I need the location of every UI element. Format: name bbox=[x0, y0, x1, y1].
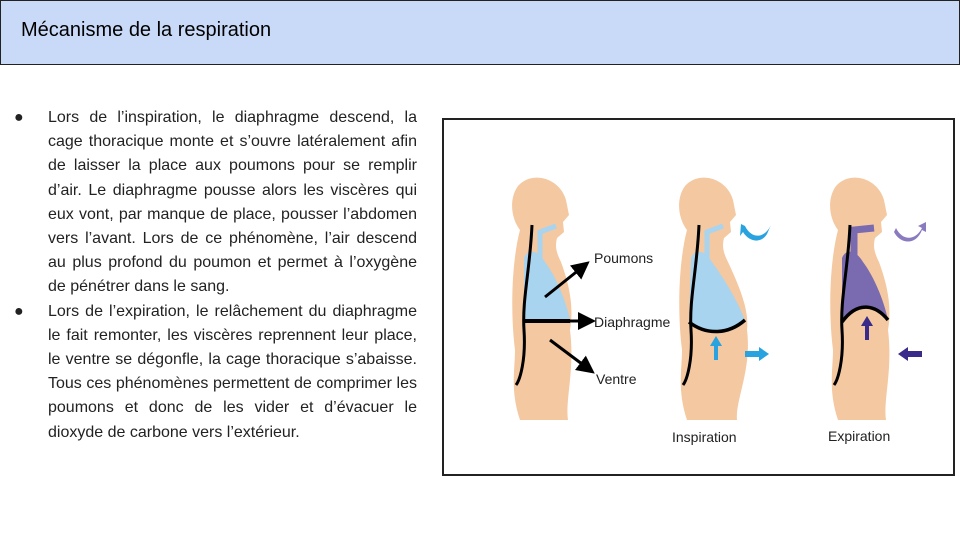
arrow-right-icon bbox=[745, 347, 769, 361]
bullet-text: Lors de l’inspiration, le diaphragme des… bbox=[48, 109, 417, 296]
curved-arrow-out-icon bbox=[894, 222, 926, 242]
arrow-up-icon bbox=[710, 336, 722, 360]
arrow-lungs bbox=[544, 261, 590, 299]
arrow-up-icon bbox=[861, 316, 873, 340]
label-belly: Ventre bbox=[596, 371, 637, 387]
arrow-belly bbox=[549, 338, 595, 374]
figure-expiration: Expiration bbox=[828, 177, 926, 444]
label-diaphragm: Diaphragme bbox=[594, 314, 670, 330]
slide-title: Mécanisme de la respiration bbox=[21, 19, 272, 41]
figure-inspiration: Inspiration bbox=[672, 177, 771, 445]
slide-header: Mécanisme de la respiration bbox=[0, 0, 960, 65]
label-lungs: Poumons bbox=[594, 250, 653, 266]
bullet-list: ● Lors de l’inspiration, le diaphragme d… bbox=[14, 106, 417, 445]
bullet-icon: ● bbox=[14, 302, 24, 320]
bullet-item-expiration: ● Lors de l’expiration, le relâchement d… bbox=[14, 300, 417, 445]
lungs-shape bbox=[524, 251, 570, 320]
bullet-item-inspiration: ● Lors de l’inspiration, le diaphragme d… bbox=[14, 106, 417, 300]
curved-arrow-in-icon bbox=[740, 224, 771, 241]
figure-labeled: Poumons Diaphragme Ventre bbox=[512, 177, 670, 420]
bullet-icon: ● bbox=[14, 109, 24, 126]
arrow-left-icon bbox=[898, 347, 922, 361]
airway bbox=[537, 223, 557, 260]
spine bbox=[514, 224, 534, 386]
bullet-text: Lors de l’expiration, le relâchement du … bbox=[48, 302, 417, 441]
caption-expiration: Expiration bbox=[828, 428, 890, 444]
caption-inspiration: Inspiration bbox=[672, 429, 737, 445]
diaphragm-curve bbox=[687, 318, 747, 334]
diaphragm-curve bbox=[840, 305, 890, 324]
